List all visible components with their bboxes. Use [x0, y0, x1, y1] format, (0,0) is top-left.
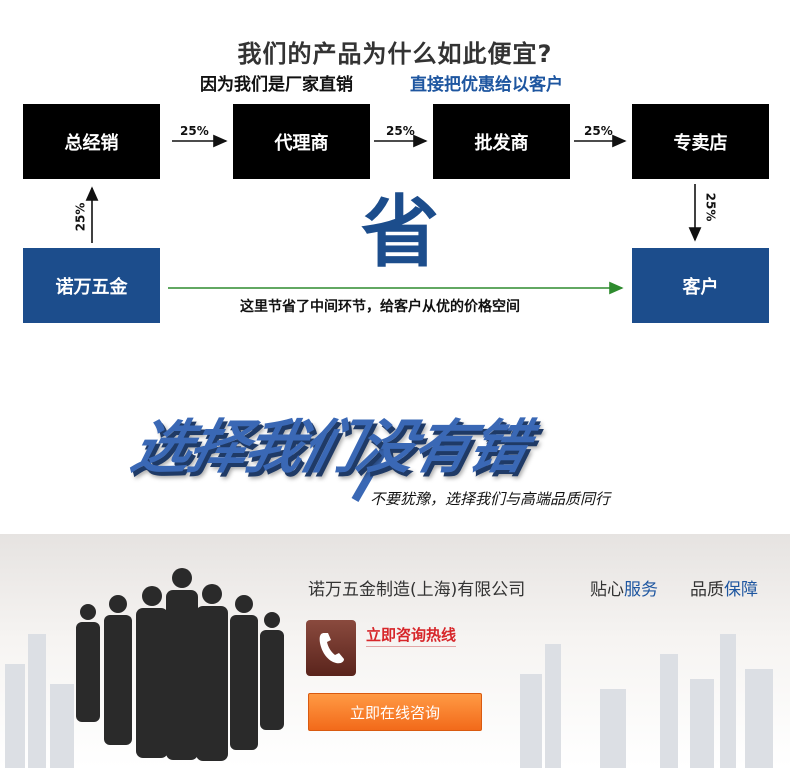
- node-wholesaler: 批发商: [433, 104, 570, 179]
- tagline-service-plain: 贴心: [590, 580, 624, 600]
- phone-icon[interactable]: [306, 620, 356, 676]
- hotline-link[interactable]: 立即咨询热线: [366, 626, 457, 644]
- tagline-quality-highlight: 保障: [724, 580, 758, 600]
- flow-arrows: [85, 134, 702, 295]
- save-character: 省: [360, 188, 439, 278]
- company-name: 诺万五金制造(上海)有限公司: [308, 580, 526, 600]
- direct-sales-caption: 这里节省了中间环节，给客户从优的价格空间: [240, 299, 520, 315]
- node-agent: 代理商: [233, 104, 370, 179]
- node-store: 专卖店: [632, 104, 769, 179]
- slogan-title: 选择我们没有错: [125, 413, 535, 481]
- percent-label: 25%: [584, 124, 613, 138]
- phone-icon-glyph: [319, 633, 344, 664]
- business-team-image: [76, 568, 284, 761]
- percent-label: 25%: [73, 202, 88, 232]
- subline-discount: 直接把优惠给以客户: [410, 75, 563, 95]
- online-consult-button[interactable]: 立即在线咨询: [308, 693, 482, 731]
- contact-banner: [0, 534, 790, 768]
- percent-label: 25%: [180, 124, 209, 138]
- slogan-subtitle: 不要犹豫，选择我们与高端品质同行: [370, 490, 611, 508]
- node-customer: 客户: [632, 248, 769, 323]
- tagline-quality: 品质保障: [690, 575, 758, 600]
- percent-label: 25%: [703, 192, 718, 222]
- subline-factory-direct: 因为我们是厂家直销: [200, 75, 353, 95]
- headline: 我们的产品为什么如此便宜?: [237, 40, 553, 68]
- node-general-distributor: 总经销: [23, 104, 160, 179]
- city-skyline-image: [5, 634, 773, 768]
- tagline-service-highlight: 服务: [624, 580, 658, 600]
- percent-label: 25%: [386, 124, 415, 138]
- tagline-service: 贴心服务: [590, 575, 658, 600]
- hotline-underline: [366, 646, 456, 647]
- node-company: 诺万五金: [23, 248, 160, 323]
- tagline-quality-plain: 品质: [690, 580, 724, 600]
